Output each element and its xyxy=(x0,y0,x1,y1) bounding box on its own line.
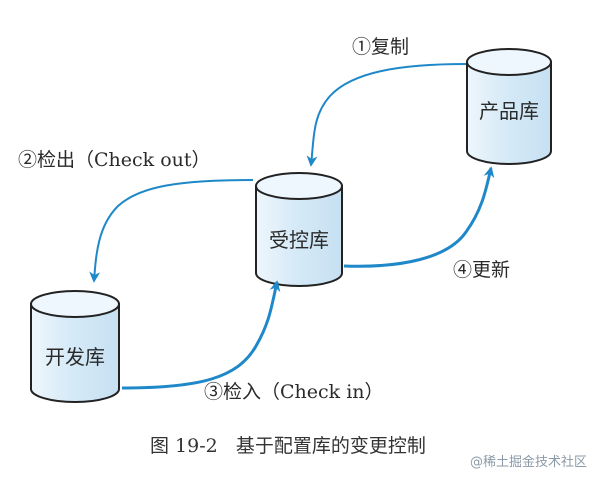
development-repository-top xyxy=(30,290,120,318)
product-repository-body xyxy=(466,61,552,165)
checkin-label: ③检入（Check in） xyxy=(204,381,384,403)
checkin-arrow xyxy=(121,280,281,390)
development-repository-label: 开发库 xyxy=(45,345,105,369)
figure-caption: 图 19-2 基于配置库的变更控制 xyxy=(150,435,426,457)
copy-arrow xyxy=(306,63,467,167)
development-repository-body xyxy=(30,303,120,403)
controlled-repository-top xyxy=(255,172,343,200)
controlled-repository-label: 受控库 xyxy=(269,228,329,252)
update-arrow xyxy=(343,166,495,268)
watermark: @稀土掘金技术社区 xyxy=(470,454,587,470)
controlled-repository: 受控库 xyxy=(255,172,343,287)
checkout-arrow xyxy=(89,179,254,283)
product-repository: 产品库 xyxy=(466,48,552,165)
update-label: ④更新 xyxy=(453,259,510,281)
copy-label: ①复制 xyxy=(352,36,409,58)
product-repository-label: 产品库 xyxy=(479,99,539,123)
product-repository-top xyxy=(466,48,552,76)
controlled-repository-body xyxy=(255,185,343,287)
checkout-label: ②检出（Check out） xyxy=(18,149,211,171)
development-repository: 开发库 xyxy=(30,290,120,403)
